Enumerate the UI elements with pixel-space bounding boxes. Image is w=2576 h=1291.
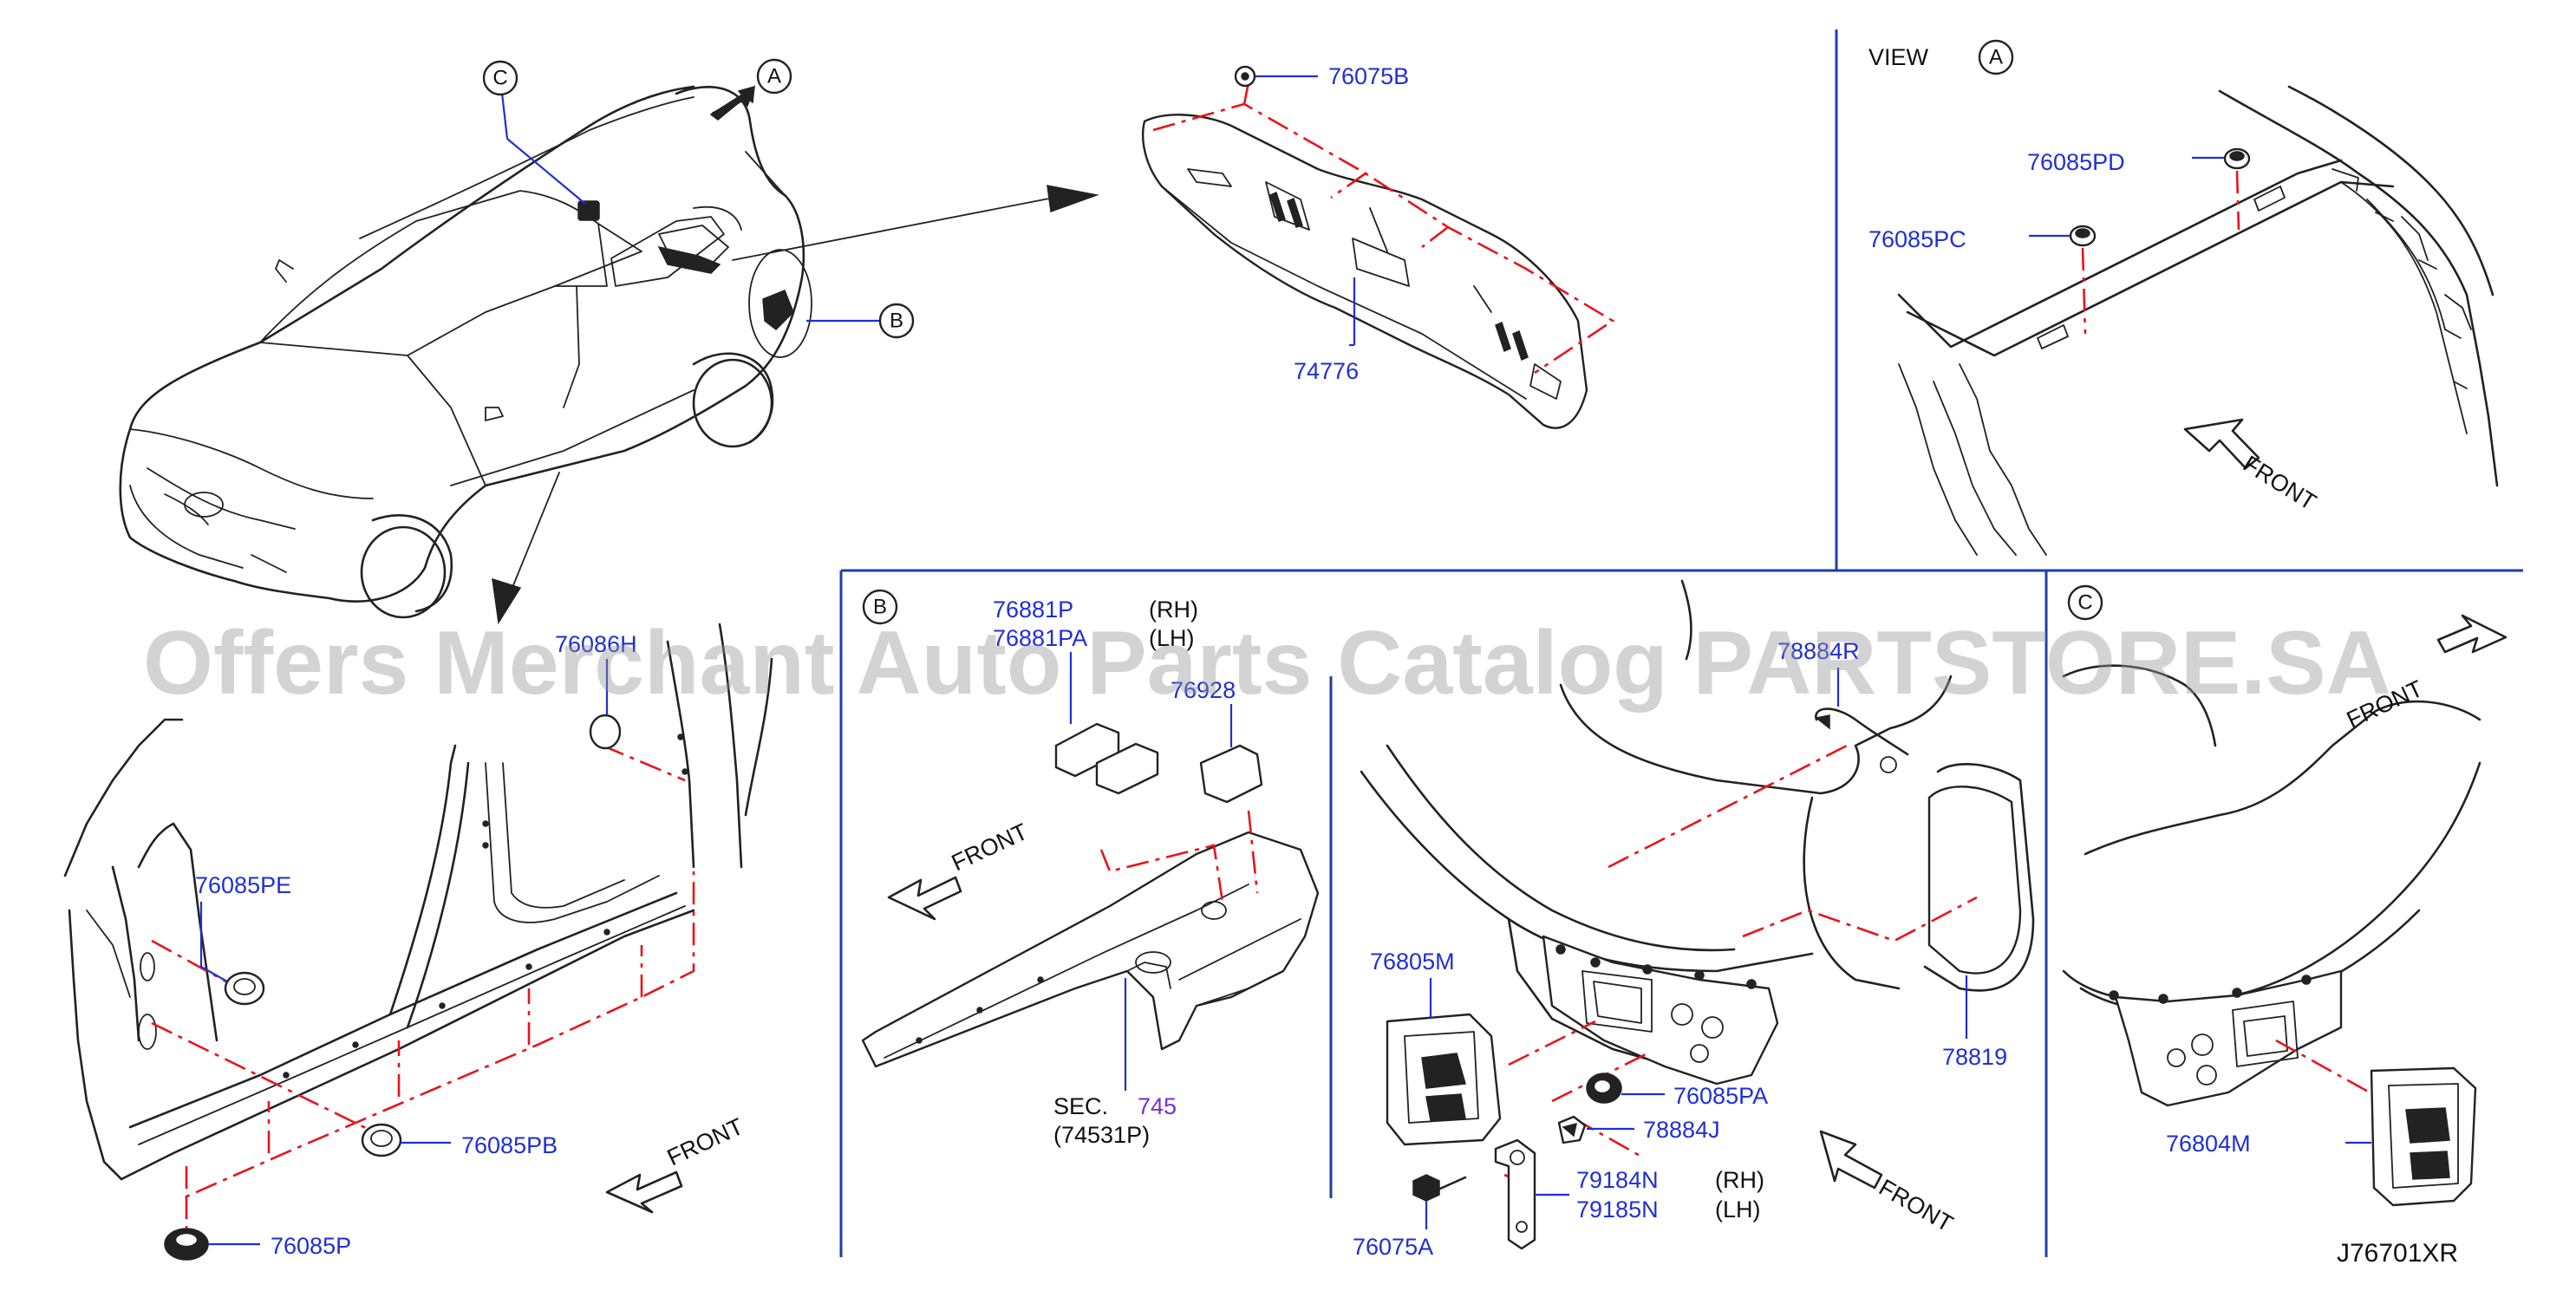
watermark: Offers Merchant Auto Parts Catalog PARTS… — [143, 613, 2391, 714]
callout-a-overview — [756, 58, 792, 95]
callout-b-text: B — [890, 310, 903, 333]
side-lh-79185N: (LH) — [1715, 1196, 1761, 1223]
callout-b-overview — [878, 303, 915, 339]
front-label-sill: FRONT — [663, 1113, 747, 1170]
part-76928: 76928 — [1171, 677, 1236, 703]
part-76075B: 76075B — [1328, 63, 1409, 89]
part-76086H: 76086H — [555, 631, 637, 657]
callout-a-view-text: A — [1989, 46, 2003, 69]
callout-c-text: C — [492, 67, 507, 90]
side-rh-79184N: (RH) — [1715, 1167, 1764, 1193]
panel-frames — [839, 29, 2523, 1257]
part-76085P: 76085P — [271, 1233, 351, 1259]
part-78884J: 78884J — [1643, 1117, 1720, 1143]
front-label-view-a: FRONT — [2239, 451, 2321, 516]
front-label-fender: FRONT — [1875, 1174, 1958, 1236]
part-78884R: 78884R — [1777, 638, 1860, 664]
part-76085PB: 76085PB — [461, 1132, 558, 1158]
part-76804M: 76804M — [2166, 1131, 2251, 1157]
sec-number: 745 — [1138, 1093, 1177, 1119]
callout-a-text: A — [767, 65, 781, 88]
front-label-panel-b: FRONT — [948, 818, 1032, 876]
part-76075A: 76075A — [1353, 1234, 1433, 1260]
part-74776: 74776 — [1294, 358, 1359, 384]
callout-c-panel — [2067, 584, 2103, 621]
part-79185N: 79185N — [1576, 1196, 1659, 1223]
side-sill-section: 76085PE 76085PB 76085P 76086H FRONT — [63, 623, 773, 1261]
rear-panel-trim: 76075B 74776 — [1142, 63, 1615, 429]
vehicle-overview: C A B — [119, 58, 1099, 625]
part-76085PD: 76085PD — [2027, 149, 2125, 175]
view-label: VIEW — [1868, 44, 1929, 70]
callout-b-panel — [862, 589, 898, 625]
part-76881P: 76881P — [993, 597, 1073, 623]
callout-c-panel-text: C — [2077, 591, 2092, 615]
callout-b-panel-text: B — [873, 596, 887, 619]
diagram-code: J76701XR — [2337, 1239, 2458, 1268]
part-76085PC: 76085PC — [1868, 226, 1966, 252]
part-76805M: 76805M — [1370, 949, 1455, 975]
side-lh-76881PA: (LH) — [1149, 625, 1195, 651]
sec-sub: (74531P) — [1053, 1122, 1150, 1148]
fender-section: 78884R 78819 76805M 76085PA 78884J 79184 — [1353, 579, 2035, 1260]
sec-label: SEC. — [1053, 1093, 1108, 1119]
part-76881PA: 76881PA — [993, 625, 1087, 651]
part-76085PA: 76085PA — [1673, 1083, 1768, 1109]
part-79184N: 79184N — [1576, 1167, 1659, 1193]
callout-a-view — [1978, 39, 2014, 75]
part-76085PE: 76085PE — [195, 872, 291, 898]
callout-c-overview — [482, 60, 518, 96]
part-78819: 78819 — [1942, 1044, 2007, 1070]
side-rh-76881P: (RH) — [1149, 597, 1198, 623]
view-a: VIEW A 76085PD 76085PC FRONT — [1868, 39, 2499, 556]
